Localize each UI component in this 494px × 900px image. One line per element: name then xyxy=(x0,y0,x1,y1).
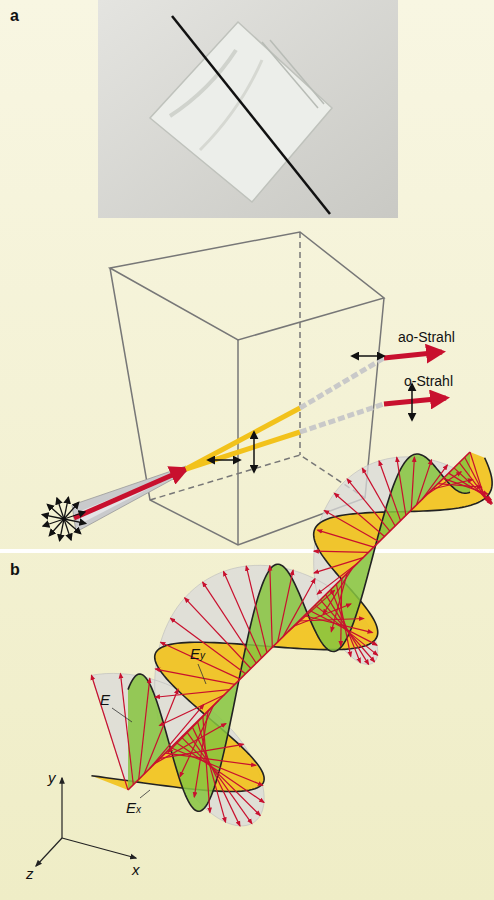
field-vector xyxy=(120,674,133,785)
field-vector xyxy=(149,705,203,769)
beam-label: o-Strahl xyxy=(404,374,453,388)
field-vector xyxy=(180,706,214,777)
field-vector xyxy=(465,457,489,502)
field-vector xyxy=(397,457,406,515)
field-vector xyxy=(176,742,264,802)
field-vector xyxy=(203,716,210,812)
field-envelope xyxy=(91,452,492,826)
field-vector xyxy=(192,727,240,826)
polarization-arrow xyxy=(43,519,64,526)
field-vector xyxy=(331,589,360,662)
field-vector xyxy=(340,579,342,646)
ey-component xyxy=(128,452,470,811)
field-vector xyxy=(197,721,225,822)
field-vector xyxy=(317,563,358,594)
polarization-arrow xyxy=(64,512,85,519)
leader-line xyxy=(112,664,206,798)
field-vector xyxy=(155,690,229,698)
field-vector xyxy=(317,530,373,547)
field-vector xyxy=(170,618,245,674)
axis-label: x xyxy=(132,862,140,877)
panel-separator xyxy=(0,549,494,553)
component-label: Ex xyxy=(126,800,141,815)
field-vector xyxy=(314,551,368,552)
field-vector xyxy=(470,452,485,498)
axis-label: y xyxy=(48,770,56,785)
field-vector xyxy=(246,566,267,653)
ey-curve xyxy=(128,454,470,811)
vector-label: E xyxy=(100,692,110,707)
split-beams xyxy=(186,352,446,469)
field-vector xyxy=(283,579,315,637)
field-vector xyxy=(187,732,252,824)
panel-letter: a xyxy=(10,8,19,24)
propagation-axis xyxy=(128,452,470,790)
beam-label: ao-Strahl xyxy=(398,330,455,344)
polarization-arrow xyxy=(64,519,71,540)
circular-wave xyxy=(91,452,492,826)
field-vector xyxy=(323,568,352,614)
crystal-photo xyxy=(98,0,398,218)
field-vector xyxy=(411,457,414,510)
axis-label: z xyxy=(26,866,34,881)
unpolarized-star xyxy=(42,497,85,540)
field-vector xyxy=(324,511,379,542)
field-vector xyxy=(362,468,395,526)
field-vector xyxy=(336,584,350,656)
coordinate-axes xyxy=(36,778,136,866)
polarization-arrows xyxy=(208,356,412,472)
component-label: Ey xyxy=(190,646,205,661)
field-vector xyxy=(224,571,262,657)
field-vector xyxy=(144,689,178,774)
panel-letter: b xyxy=(10,562,20,578)
field-vector xyxy=(379,461,400,521)
field-vector xyxy=(270,566,272,648)
incident-beam xyxy=(72,466,186,532)
field-vector xyxy=(185,598,251,669)
field-vector xyxy=(203,582,257,663)
polarization-arrow xyxy=(57,498,64,519)
field-vector xyxy=(422,465,447,500)
field-vector xyxy=(160,695,225,726)
